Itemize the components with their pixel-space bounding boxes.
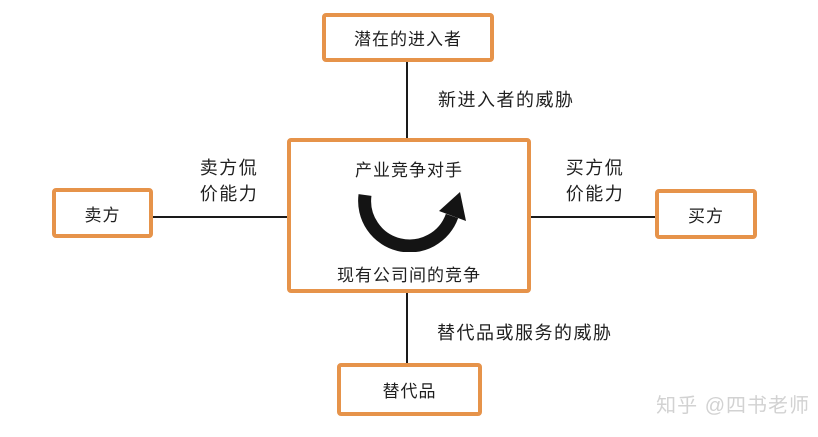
curved-u-arrow-icon [358,192,466,252]
label-buyer-bargaining-line1: 买方侃 [565,158,625,178]
connector-top [406,62,408,138]
node-potential-entrants: 潜在的进入者 [322,13,494,62]
label-substitutes-threat: 替代品或服务的威胁 [437,323,613,343]
connector-left [153,216,287,218]
connector-bottom [406,293,408,363]
label-buyer-bargaining-power: 买方侃 价能力 [558,155,632,207]
node-potential-entrants-label: 潜在的进入者 [354,30,462,49]
node-buyer: 买方 [655,189,757,239]
node-seller-label: 卖方 [84,205,121,225]
node-seller: 卖方 [52,188,153,238]
zhihu-watermark: 知乎 @四书老师 [656,395,810,417]
label-new-entrants-threat: 新进入者的威胁 [438,90,575,110]
label-seller-bargaining-power: 卖方侃 价能力 [192,155,266,207]
center-title: 产业竞争对手 [355,161,463,180]
label-seller-bargaining-line1: 卖方侃 [199,158,259,178]
node-buyer-label: 买方 [688,206,724,226]
connector-right [531,216,655,218]
center-subtitle: 现有公司间的竞争 [337,266,481,285]
node-industry-rivals: 产业竞争对手 现有公司间的竞争 [287,138,531,293]
node-substitutes: 替代品 [337,363,482,416]
label-buyer-bargaining-line2: 价能力 [565,184,625,204]
label-seller-bargaining-line2: 价能力 [199,184,259,204]
node-substitutes-label: 替代品 [382,382,437,401]
